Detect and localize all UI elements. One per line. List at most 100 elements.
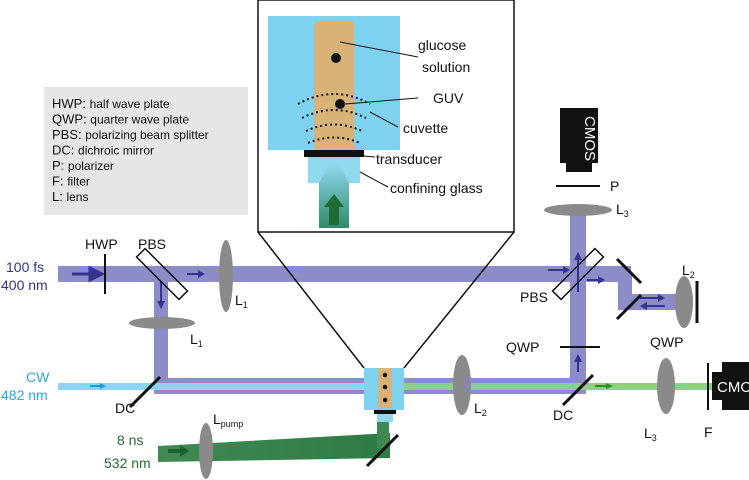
callout-cuvette	[369, 111, 399, 128]
arrow-head-icon	[574, 252, 582, 260]
cmos-top-label: CMOS	[581, 116, 598, 161]
source-cw-label: CW	[26, 369, 50, 385]
source-pump-wavelength: 532 nm	[104, 455, 151, 471]
inset-solution	[314, 22, 354, 150]
legend-item-abbr: L	[52, 189, 59, 204]
inset-transducer	[304, 150, 364, 157]
legend-item-separator: :	[83, 112, 90, 127]
cw-beam	[58, 383, 392, 390]
inset-zoom: glucose solution GUV cuvette transducer …	[257, 0, 515, 233]
legend-item-desc: half wave plate	[90, 97, 170, 111]
zoom-line-right	[403, 231, 515, 369]
legend-item-abbr: QWP	[52, 112, 83, 127]
pump-beam-vertical	[377, 418, 389, 448]
inset-label-glucose-1: glucose	[418, 37, 466, 53]
zoom-line-left	[257, 231, 365, 369]
lens-lpump	[199, 423, 213, 479]
label-polarizer: P	[610, 178, 619, 194]
legend-item: F: filter	[52, 174, 90, 189]
cmos-camera-top: CMOS	[560, 108, 598, 172]
mirror-upper-right	[615, 257, 643, 285]
legend-item: DC: dichroic mirror	[52, 143, 154, 158]
arrow-head-icon	[640, 302, 647, 310]
inset-label-transducer: transducer	[376, 151, 442, 167]
callout-guv	[344, 97, 419, 105]
label-pbs-right: PBS	[520, 289, 548, 305]
small-cuvette	[364, 368, 404, 422]
small-guv-dot	[382, 372, 388, 378]
arrow-head-icon	[574, 354, 582, 362]
legend-item-desc: dichroic mirror	[78, 144, 154, 158]
legend-item-separator: :	[71, 143, 78, 158]
inset-label-confining-glass: confining glass	[390, 180, 483, 196]
pbs-right	[551, 247, 605, 301]
label-l3-bottom: L3	[644, 425, 657, 443]
arrow-probe-in-icon	[72, 265, 106, 283]
acoustic-wavefronts	[297, 93, 371, 144]
small-guv-dot	[382, 397, 388, 403]
green-beam-transmitted	[392, 383, 718, 390]
inset-label-cuvette: cuvette	[403, 120, 448, 136]
cmos-top-body	[560, 108, 598, 163]
arrow-head-icon	[157, 301, 165, 309]
label-l2-center: L2	[474, 400, 487, 418]
legend-item: HWP: half wave plate	[52, 96, 170, 111]
legend-item-abbr: PBS	[52, 127, 78, 142]
label-lpump: Lpump	[213, 411, 243, 429]
legend-item-separator: :	[61, 158, 68, 173]
optical-elements	[104, 185, 709, 479]
cmos-right-label: CMOS	[717, 379, 749, 396]
probe-beam-main	[58, 266, 631, 282]
label-qwp-right: QWP	[650, 334, 683, 350]
inset-pump-arrow-icon	[324, 194, 344, 207]
lens-l3-bottom	[657, 358, 675, 414]
label-l2-right: L2	[682, 262, 695, 280]
legend-item-abbr: HWP	[52, 96, 82, 111]
arrow-head-icon	[198, 270, 205, 278]
probe-beam-qwp-branch	[618, 294, 684, 310]
legend-item-desc: filter	[67, 175, 90, 189]
label-dc-left: DC	[115, 400, 135, 416]
arrow-head-icon	[606, 383, 613, 389]
inset-pump-arrow-shaft	[329, 205, 339, 225]
cmos-top-lens-mount	[566, 162, 592, 172]
small-transducer	[374, 410, 396, 414]
pump-beam-horizontal	[158, 433, 390, 462]
legend-item: QWP: quarter wave plate	[52, 112, 189, 127]
legend-item: L: lens	[52, 189, 88, 204]
label-l3-top: L3	[616, 201, 629, 219]
legend-item-separator: :	[59, 189, 66, 204]
lens-l3-top	[544, 204, 612, 216]
label-l1-main: L1	[235, 292, 248, 310]
callout-glucose	[339, 41, 419, 58]
callout-transducer	[363, 155, 376, 158]
source-probe-pulse: 100 fs	[6, 259, 44, 275]
legend-item: P: polarizer	[52, 158, 114, 173]
small-guv-dot	[382, 384, 388, 390]
legend-item-abbr: P	[52, 158, 61, 173]
arrow-head-icon	[180, 445, 189, 457]
lens-l2-right	[675, 276, 693, 328]
arrow-head-icon	[598, 276, 605, 284]
legend-item-separator: :	[82, 96, 89, 111]
label-hwp: HWP	[85, 236, 118, 252]
legend-item-desc: lens	[66, 190, 88, 204]
arrow-head-icon	[563, 266, 570, 274]
cmos-right-body	[722, 362, 749, 410]
legend-item-abbr: F	[52, 174, 60, 189]
pump-mirror	[365, 433, 400, 468]
legend-item-desc: quarter wave plate	[90, 113, 189, 127]
callout-confining-glass	[359, 171, 389, 188]
inset-label-guv: GUV	[433, 90, 464, 106]
legend-item-separator: :	[60, 174, 67, 189]
arrow-head-icon	[658, 294, 665, 302]
label-pbs-left: PBS	[138, 236, 166, 252]
lens-l2-center	[453, 355, 471, 415]
legend-item: PBS: polarizing beam splitter	[52, 127, 209, 142]
inset-label-glucose-2: solution	[422, 59, 470, 75]
legend-item-desc: polarizer	[68, 159, 114, 173]
small-confining-glass	[377, 414, 393, 422]
label-l1-lower: L1	[190, 331, 203, 349]
